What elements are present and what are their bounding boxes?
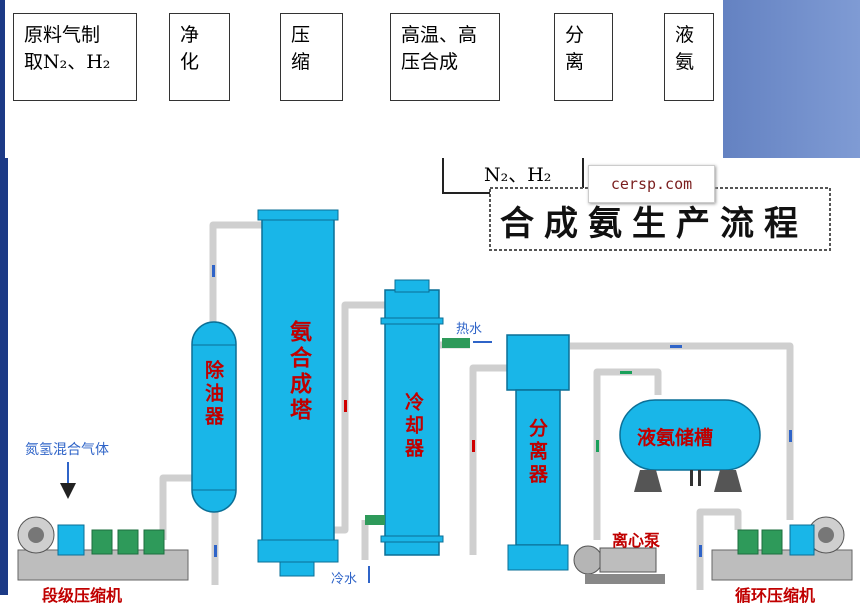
feed-gas-label: 氮氢混合气体 [25, 442, 109, 458]
recycle-compressor [711, 516, 853, 581]
stage-compressor-label: 段级压缩机 [42, 586, 123, 605]
flow-box-separate-line1: 分 [565, 24, 585, 46]
left-edge [0, 0, 8, 595]
stage-compressor [17, 516, 189, 581]
flow-box-feed-gas-line1: 原料气制 [24, 24, 101, 46]
flow-box-compress-line1: 压 [291, 24, 311, 46]
recycle-compressor-label: 循环压缩机 [735, 586, 816, 605]
flow-box-separate: 分 离 [554, 13, 613, 101]
watermark-label: cersp.com [588, 165, 715, 203]
ammonia-tank [619, 399, 761, 492]
flow-box-feed-gas: 原料气制 取N₂、H₂ [13, 13, 137, 101]
flow-box-compress: 压 缩 [280, 13, 343, 101]
ammonia-tank-label: 液氨储槽 [637, 427, 714, 449]
cooler [365, 279, 470, 556]
cooler-label: 冷却器 [402, 392, 424, 461]
flow-box-product: 液 氨 [664, 13, 714, 101]
separator [506, 334, 570, 571]
cold-water-label: 冷水 [331, 572, 358, 587]
hot-water-label: 热水 [456, 322, 483, 337]
plant-title: 合成氨生产流程 [500, 204, 808, 244]
flow-box-purify: 净 化 [169, 13, 230, 101]
flow-box-product-line2: 氨 [675, 51, 695, 73]
oil-remover [191, 321, 237, 513]
pipe-flow-marks [212, 265, 792, 557]
separator-label: 分离器 [526, 418, 548, 487]
flow-box-compress-line2: 缩 [291, 51, 311, 73]
flow-box-product-line1: 液 [675, 24, 695, 46]
flow-box-synthesis: 高温、高 压合成 [390, 13, 500, 101]
centrifugal-pump [573, 545, 665, 584]
flow-box-synthesis-line2: 压合成 [401, 51, 459, 73]
flow-box-purify-line1: 净 [180, 24, 200, 46]
flow-box-synthesis-line1: 高温、高 [401, 24, 478, 46]
oil-remover-label: 除油器 [202, 360, 224, 429]
pump-label: 离心泵 [612, 531, 661, 550]
synthesis-tower [257, 209, 339, 577]
flow-box-feed-gas-line2: 取N₂、H₂ [24, 51, 111, 73]
recycle-gas-label: N₂、H₂ [484, 164, 552, 186]
synthesis-tower-label: 氨合成塔 [286, 320, 311, 424]
flow-box-purify-line2: 化 [180, 51, 200, 73]
flow-box-separate-line2: 离 [565, 51, 585, 73]
